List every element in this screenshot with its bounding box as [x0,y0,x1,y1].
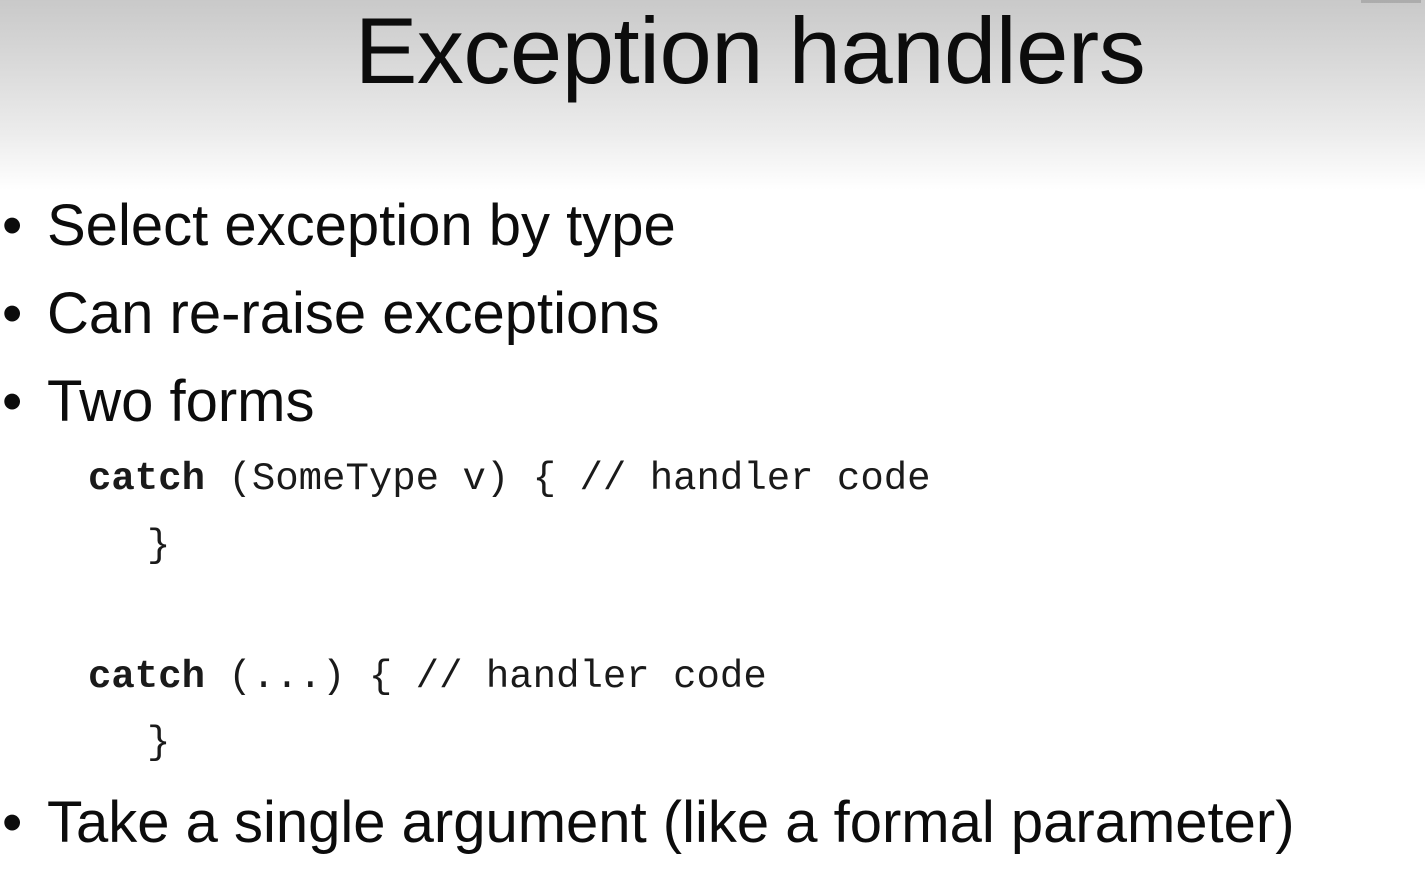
code-text: (SomeType v) { // handler code [205,457,931,501]
code-closing-brace: } [147,524,171,568]
code-keyword: catch [88,457,206,501]
corner-mark [1361,0,1421,3]
bullet-text: Two forms [47,369,315,434]
bullet-text: Take a single argument (like a formal pa… [47,790,1295,855]
code-line: catch (...) { // handler code [88,655,767,699]
bullet-icon: • [2,790,23,855]
code-closing-brace: } [147,721,171,765]
bullet-text: Can re-raise exceptions [47,281,660,346]
code-line: catch (SomeType v) { // handler code [88,457,931,501]
code-text: (...) { // handler code [205,655,767,699]
bullet-icon: • [2,281,23,346]
code-keyword: catch [88,655,206,699]
bullet-text: Select exception by type [47,193,676,258]
slide-title: Exception handlers [354,0,1146,103]
title-band [0,0,1425,190]
bullet-icon: • [2,193,23,258]
bullet-icon: • [2,369,23,434]
